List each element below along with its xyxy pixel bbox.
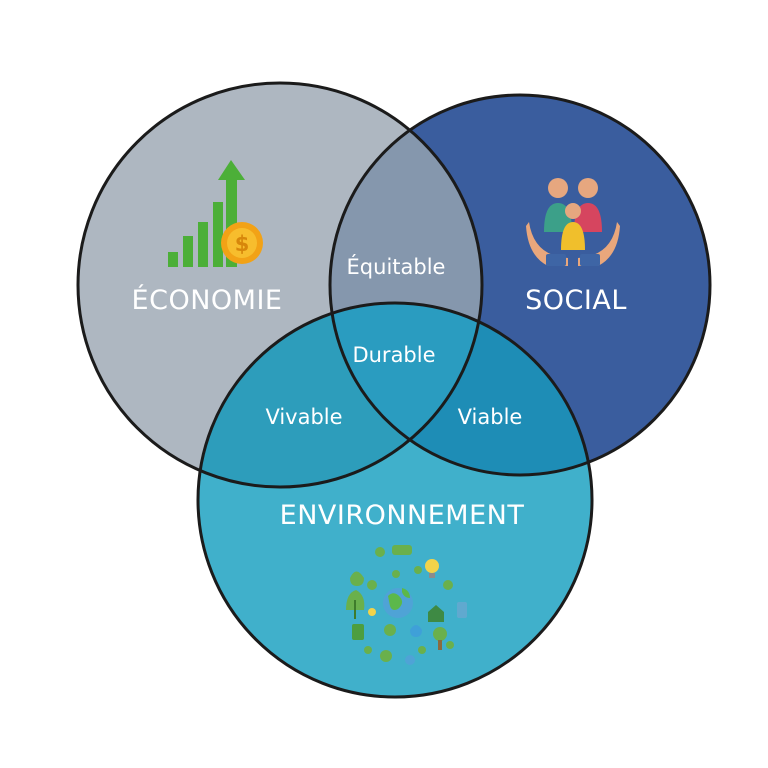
eco-globe-icon xyxy=(346,545,467,665)
durable-region xyxy=(330,303,482,475)
viable-label: Viable xyxy=(458,405,523,429)
environnement-outline xyxy=(196,301,594,699)
social-label: SOCIAL xyxy=(525,285,627,316)
social-outline xyxy=(328,93,712,477)
svg-text:$: $ xyxy=(235,232,250,256)
durable-label: Durable xyxy=(352,343,435,367)
equitable-label: Équitable xyxy=(347,254,446,279)
environnement-label: ENVIRONNEMENT xyxy=(280,500,525,531)
economie-outline xyxy=(76,81,484,489)
family-in-hands-icon xyxy=(526,178,620,266)
vivable-label: Vivable xyxy=(265,405,342,429)
growth-chart-coin-icon: $ xyxy=(168,160,263,267)
economie-label: ÉCONOMIE xyxy=(132,284,283,316)
